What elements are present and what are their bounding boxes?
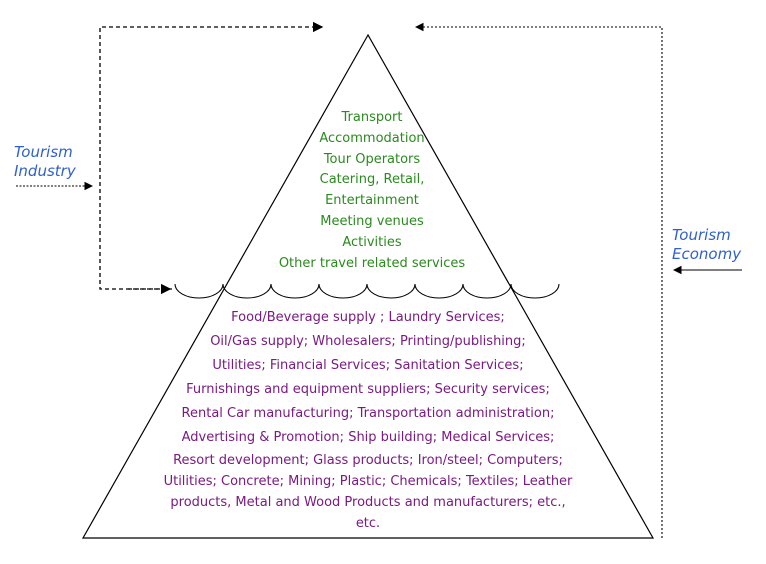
tourism-economy-line-1: Tourism [672,226,731,244]
tip-service-item: Activities [342,234,402,250]
tourism-industry-line-1: Tourism [14,143,73,161]
tip-service-item: Tour Operators [323,151,421,167]
tip-service-item: Other travel related services [278,255,466,271]
tourism-industry-line-2: Industry [14,162,76,180]
tip-service-item: Catering, Retail, [319,172,425,188]
tourism-economy-label: Tourism Economy [672,226,741,264]
tourism-economy-services: Food/Beverage supply ; Laundry Services;… [150,306,586,534]
base-service-line: Furnishings and equipment suppliers; Sec… [186,382,550,397]
tip-service-item: Entertainment [325,193,419,209]
tourism-economy-line-2: Economy [672,245,742,263]
base-service-line: Food/Beverage supply ; Laundry Services; [231,310,505,325]
base-service-line: Rental Car manufacturing; Transportation… [181,406,555,421]
base-service-line: Oil/Gas supply; Wholesalers; Printing/pu… [210,334,526,349]
base-service-line: etc. [355,516,381,531]
base-service-line: Utilities; Concrete; Mining; Plastic; Ch… [163,474,573,489]
tip-service-item: Transport [341,110,403,125]
tourism-industry-label: Tourism Industry [14,143,76,181]
waterline-waves [174,283,560,299]
base-service-line: Utilities; Financial Services; Sanitatio… [212,358,524,373]
tip-service-item: Accommodation [319,130,425,146]
tip-service-item: Meeting venues [320,213,424,229]
base-service-line: Advertising & Promotion; Ship building; … [181,430,555,445]
base-service-line: products, Metal and Wood Products and ma… [170,495,566,510]
base-service-line: Resort development; Glass products; Iron… [173,453,563,468]
tourism-industry-services: Transport Accommodation Tour Operators C… [262,108,482,274]
